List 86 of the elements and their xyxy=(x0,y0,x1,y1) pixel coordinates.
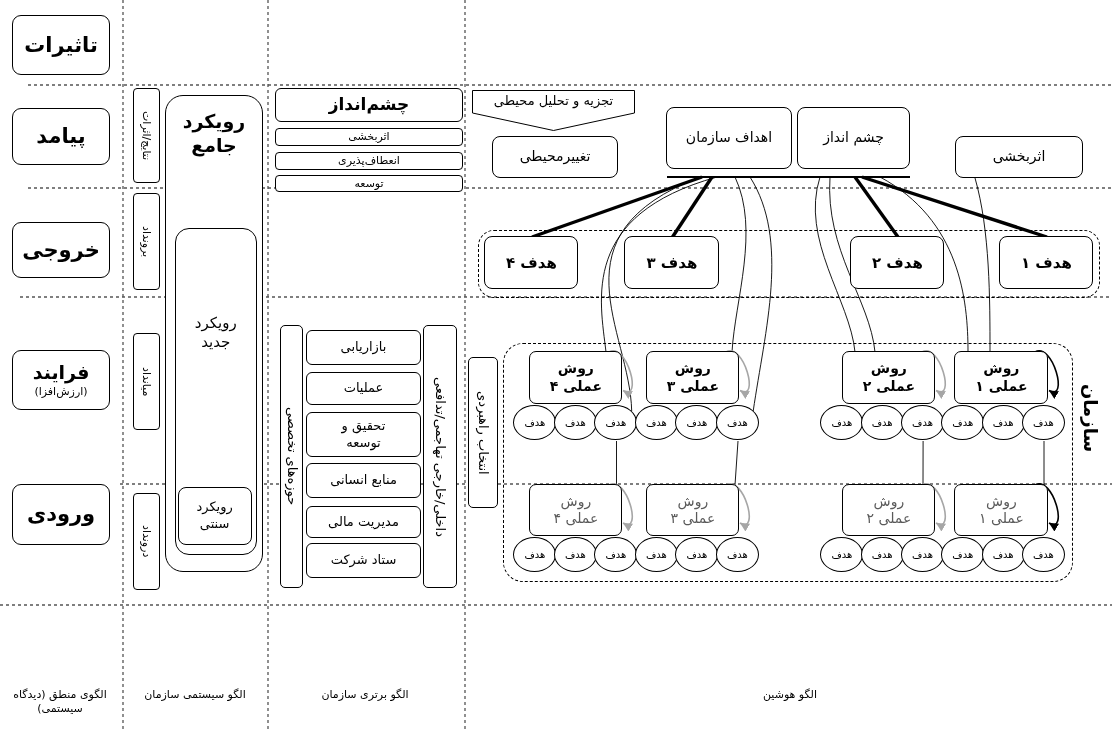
method-box: روش عملی ۲ xyxy=(842,484,936,537)
box-title: رویکرد جامع xyxy=(181,110,247,158)
column-caption: الگوی منطق (دیدگاه سیستمی) xyxy=(12,688,108,717)
rounded-box: رویکرد سنتی xyxy=(177,486,252,545)
row-header-box: فرایند (ارزش‌افزا) xyxy=(12,350,110,410)
vertical-label-box: انتخاب راهبردی xyxy=(468,357,498,508)
rounded-box: چشم‌انداز xyxy=(275,88,463,122)
box-title: رویکرد جدید xyxy=(193,313,238,352)
goal-ellipse: هدف xyxy=(594,537,638,573)
list-item-box: انعطاف‌پذیری xyxy=(275,152,463,170)
goal-ellipse: هدف xyxy=(860,537,904,573)
vertical-label-box: میانداد xyxy=(133,333,160,430)
row-header-box: پیامد xyxy=(12,108,110,165)
list-item-box: تحقیق و توسعه xyxy=(306,412,421,457)
goal-ellipse: هدف xyxy=(1021,537,1065,573)
column-caption: الگو سیستمی سازمان xyxy=(143,688,247,703)
method-box: روش عملی ۱ xyxy=(954,351,1049,405)
connector-line xyxy=(671,176,714,238)
method-box: روش عملی ۱ xyxy=(954,484,1049,537)
rounded-box xyxy=(174,227,257,555)
goal-ellipse: هدف xyxy=(901,405,944,441)
goal-ellipse: هدف xyxy=(941,537,985,573)
vertical-label-box: نتایج/اثرات xyxy=(133,88,160,183)
row-header-box: خروجی xyxy=(12,222,110,278)
row-header-box: ورودی xyxy=(12,484,110,545)
rounded-box xyxy=(165,95,263,572)
group-heading: سازمان xyxy=(1078,384,1101,453)
goal-ellipse: هدف xyxy=(820,537,864,573)
goal-ellipse: هدف xyxy=(981,537,1025,573)
goal-box: هدف ۳ xyxy=(624,236,720,290)
list-item-box: عملیات xyxy=(306,372,421,405)
vertical-label-box: حوزه‌های تخصصی xyxy=(280,325,303,588)
connector-line xyxy=(734,440,739,486)
arrow-shaped-box: تجزیه و تحلیل محیطی xyxy=(472,90,635,131)
goal-ellipse: هدف xyxy=(901,537,944,573)
connector-line xyxy=(974,177,991,353)
dashed-group-box xyxy=(478,230,1100,298)
goal-ellipse: هدف xyxy=(715,405,759,441)
rounded-box: چشم انداز xyxy=(797,107,910,169)
method-box: روش عملی ۳ xyxy=(646,351,740,405)
method-box: روش عملی ۴ xyxy=(529,351,623,405)
connector-line xyxy=(1043,440,1045,486)
goal-ellipse: هدف xyxy=(634,405,678,441)
list-item-box: مدیریت مالی xyxy=(306,506,421,538)
rounded-box: اهداف سازمان xyxy=(666,107,792,169)
goal-ellipse: هدف xyxy=(820,405,864,441)
list-item-box: بازاریابی xyxy=(306,330,421,365)
connector-line xyxy=(616,440,617,486)
method-box: روش عملی ۴ xyxy=(529,484,623,537)
goal-ellipse: هدف xyxy=(594,405,638,441)
connector-line xyxy=(749,176,773,412)
goal-box: هدف ۴ xyxy=(484,236,579,290)
rounded-box: تغییرمحیطی xyxy=(492,136,618,178)
connector-line xyxy=(922,440,924,486)
list-item-box: توسعه xyxy=(275,175,463,192)
connector-line xyxy=(731,176,747,353)
goal-ellipse: هدف xyxy=(981,405,1025,441)
goal-ellipse: هدف xyxy=(553,405,597,441)
vertical-label-box: برونداد xyxy=(133,193,160,290)
column-caption: الگو برتری سازمان xyxy=(320,688,410,703)
goal-ellipse: هدف xyxy=(715,537,759,573)
list-item-box: ستاد شرکت xyxy=(306,543,421,578)
rounded-box: اثربخشی xyxy=(955,136,1083,178)
goal-ellipse: هدف xyxy=(675,405,719,441)
goal-ellipse: هدف xyxy=(634,537,678,573)
goal-ellipse: هدف xyxy=(513,537,557,573)
goal-box: هدف ۲ xyxy=(850,236,945,290)
list-item-box: اثربخشی xyxy=(275,128,463,146)
row-header-box: تاثیرات xyxy=(12,15,110,75)
list-item-box: منابع انسانی xyxy=(306,463,421,498)
goal-ellipse: هدف xyxy=(1021,405,1065,441)
goal-ellipse: هدف xyxy=(513,405,557,441)
connector-line xyxy=(853,176,900,238)
column-caption: الگو هوشین xyxy=(761,688,819,703)
vertical-label-box: داخلی/خارجی تهاجمی/تدافعی xyxy=(423,325,457,588)
goal-ellipse: هدف xyxy=(941,405,985,441)
connector-line xyxy=(829,176,876,353)
connector-line xyxy=(879,176,969,353)
method-box: روش عملی ۳ xyxy=(646,484,740,537)
goal-ellipse: هدف xyxy=(553,537,597,573)
goal-ellipse: هدف xyxy=(860,405,904,441)
method-box: روش عملی ۲ xyxy=(842,351,936,405)
connector-line xyxy=(814,176,856,353)
goal-ellipse: هدف xyxy=(675,537,719,573)
goal-box: هدف ۱ xyxy=(999,236,1094,290)
vertical-label-box: درونداد xyxy=(133,493,160,590)
